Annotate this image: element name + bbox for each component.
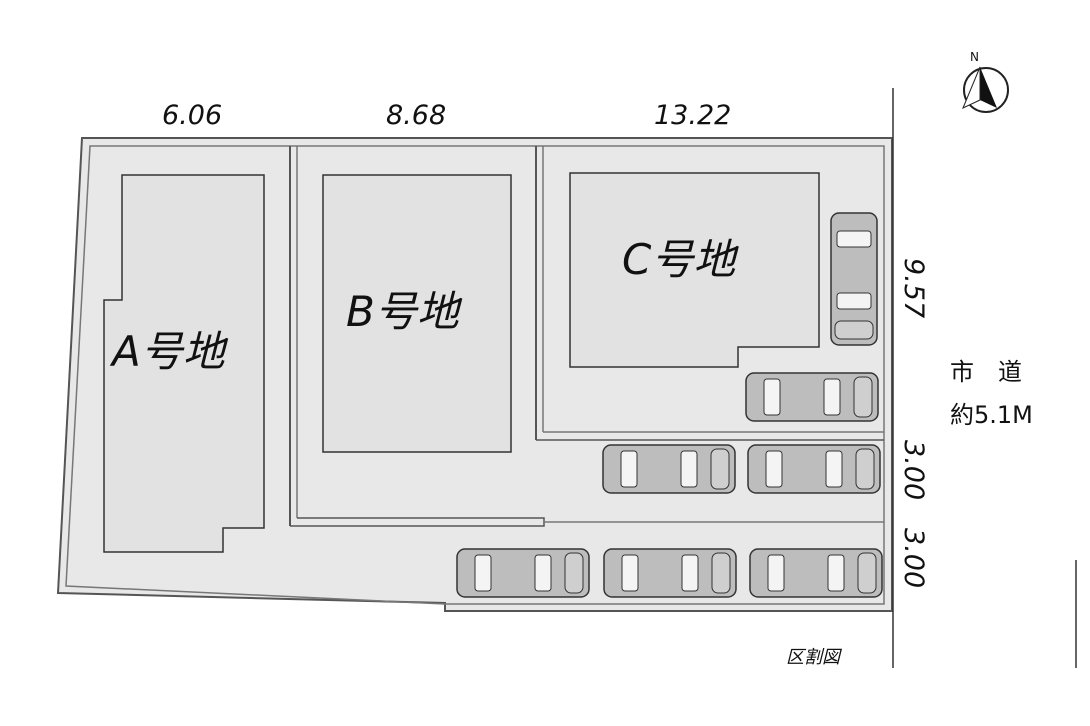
compass-letter: N: [970, 50, 979, 64]
compass: [962, 66, 1009, 113]
parking-cars: [456, 212, 883, 598]
parked-car: [603, 548, 737, 598]
dimension-side-parking-2: 3.00: [898, 528, 929, 589]
parked-car-vertical: [830, 212, 878, 346]
building-a: [103, 174, 265, 553]
road-width: 約5.1M: [950, 401, 1033, 429]
lot-c-label: C号地: [622, 235, 736, 284]
parked-car: [747, 444, 881, 494]
parked-car: [456, 548, 590, 598]
building-b: [322, 174, 512, 453]
dimension-side-parking-1: 3.00: [898, 440, 929, 501]
dimension-side-c: 9.57: [898, 258, 929, 319]
diagram-caption: 区割図: [786, 647, 840, 668]
lot-b-label: B号地: [346, 287, 459, 336]
lot-a-label: A号地: [112, 327, 225, 376]
dimension-top-c: 13.22: [654, 100, 732, 131]
parked-car: [745, 372, 879, 422]
parked-car: [749, 548, 883, 598]
parked-car: [602, 444, 736, 494]
dimension-top-b: 8.68: [386, 100, 447, 131]
north-arrow-pointer: [980, 67, 997, 108]
road-name: 市 道: [950, 358, 1022, 386]
building-c: [569, 172, 820, 368]
dimension-top-a: 6.06: [162, 100, 223, 131]
north-arrow-pointer-light: [962, 66, 981, 110]
property-inner-line: [65, 145, 885, 605]
